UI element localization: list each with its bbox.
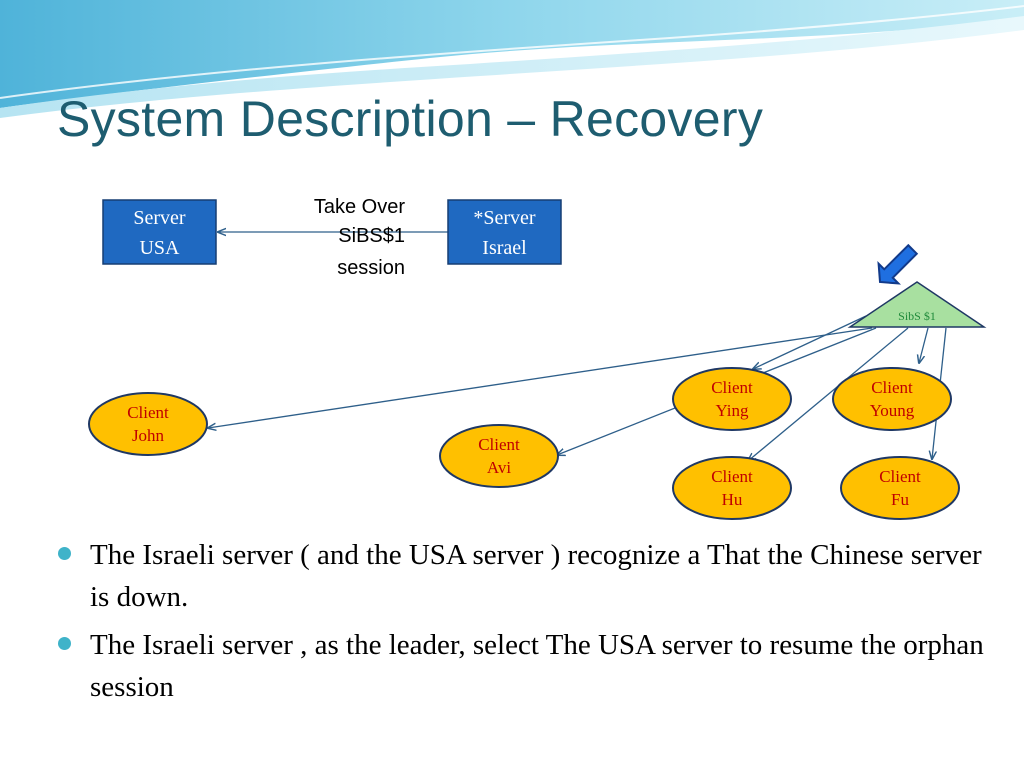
client-fu: Client Fu [840, 456, 960, 520]
bullet-item: The Israeli server , as the leader, sele… [58, 624, 988, 708]
client-ying-line1: Client [711, 378, 753, 397]
bullet-text: The Israeli server ( and the USA server … [90, 539, 982, 613]
arrow-to-young [919, 327, 929, 363]
server-israel-line2: Israel [482, 237, 527, 259]
sibs-triangle: SibS $1 [847, 281, 987, 328]
arrow-to-ying [753, 315, 867, 369]
bullet-dot-icon [58, 547, 71, 560]
server-israel-line1: *Server [473, 207, 536, 229]
connectors [208, 232, 947, 461]
server-israel-box: *Server Israel [447, 199, 562, 265]
client-young-line1: Client [871, 378, 913, 397]
client-avi: Client Avi [439, 424, 559, 488]
slide-title: System Description – Recovery [57, 91, 764, 147]
client-hu: Client Hu [672, 456, 792, 520]
bullet-list: The Israeli server ( and the USA server … [58, 534, 988, 714]
server-usa-line2: USA [139, 237, 180, 259]
arrow-to-john [208, 327, 873, 428]
server-usa-box: Server USA [102, 199, 217, 265]
client-fu-line2: Fu [891, 490, 909, 509]
client-john-line2: John [132, 426, 165, 445]
client-ying: Client Ying [672, 367, 792, 431]
takeover-line1: Take Over [314, 196, 405, 218]
arrow-to-hu [748, 327, 909, 461]
client-john-line1: Client [127, 403, 169, 422]
blue-down-arrow-icon [877, 243, 919, 285]
client-ying-line2: Ying [715, 401, 749, 420]
client-fu-line1: Client [879, 467, 921, 486]
takeover-label: Take Over SiBS$1 session [314, 196, 405, 279]
client-hu-line1: Client [711, 467, 753, 486]
header-wave [0, 0, 1024, 118]
client-john: Client John [88, 392, 208, 456]
client-hu-line2: Hu [722, 490, 743, 509]
bullet-item: The Israeli server ( and the USA server … [58, 534, 988, 618]
server-usa-line1: Server [133, 207, 186, 229]
sibs-label: SibS $1 [898, 309, 936, 323]
takeover-line3: session [337, 257, 405, 279]
client-avi-line2: Avi [487, 458, 512, 477]
client-avi-line1: Client [478, 435, 520, 454]
bullet-text: The Israeli server , as the leader, sele… [90, 629, 984, 703]
takeover-line2: SiBS$1 [338, 225, 405, 247]
bullet-dot-icon [58, 637, 71, 650]
client-young: Client Young [832, 367, 952, 431]
client-young-line2: Young [870, 401, 915, 420]
